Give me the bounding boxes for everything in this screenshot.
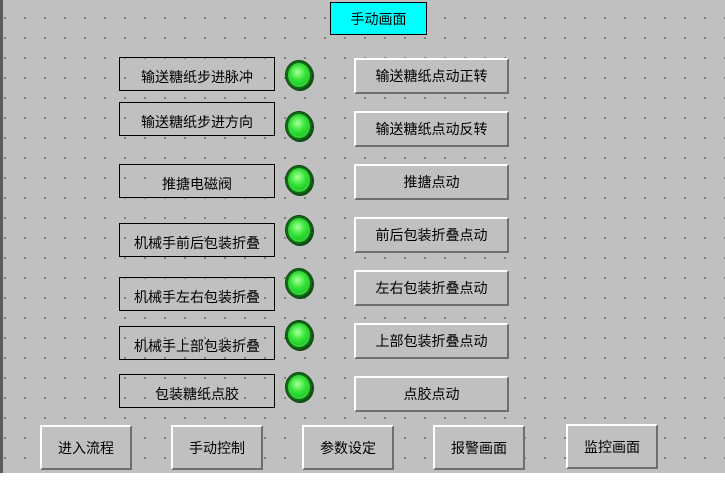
status-label-left-right-fold: 机械手左右包装折叠 (119, 277, 275, 311)
indicator-lamp-icon (285, 60, 313, 90)
status-label-conveyor-pulse: 输送糖纸步进脉冲 (119, 57, 275, 91)
status-label-glue: 包装糖纸点胶 (119, 374, 275, 408)
indicator-lamp-icon (285, 215, 313, 245)
jog-forward-button[interactable]: 输送糖纸点动正转 (354, 58, 509, 94)
status-label-push-solenoid: 推搪电磁阀 (119, 164, 275, 198)
indicator-lamp-icon (285, 372, 313, 402)
hmi-screen: 手动画面 输送糖纸步进脉冲 输送糖纸点动正转 输送糖纸步进方向 输送糖纸点动反转… (0, 0, 725, 473)
nav-parameter-settings-button[interactable]: 参数设定 (302, 425, 394, 470)
left-right-fold-jog-button[interactable]: 左右包装折叠点动 (354, 270, 509, 306)
indicator-lamp-icon (285, 111, 313, 141)
indicator-lamp-icon (285, 165, 313, 195)
front-back-fold-jog-button[interactable]: 前后包装折叠点动 (354, 217, 509, 253)
indicator-lamp-icon (285, 268, 313, 298)
nav-manual-control-button[interactable]: 手动控制 (171, 425, 263, 470)
page-title: 手动画面 (330, 2, 427, 35)
nav-monitor-screen-button[interactable]: 监控画面 (566, 424, 658, 469)
status-label-top-fold: 机械手上部包装折叠 (119, 326, 275, 360)
jog-reverse-button[interactable]: 输送糖纸点动反转 (354, 111, 509, 147)
nav-enter-process-button[interactable]: 进入流程 (40, 425, 132, 470)
nav-alarm-screen-button[interactable]: 报警画面 (433, 425, 525, 470)
status-label-conveyor-direction: 输送糖纸步进方向 (119, 102, 275, 136)
top-fold-jog-button[interactable]: 上部包装折叠点动 (354, 323, 509, 359)
push-jog-button[interactable]: 推搪点动 (354, 164, 509, 200)
status-label-front-back-fold: 机械手前后包装折叠 (119, 223, 275, 257)
glue-jog-button[interactable]: 点胶点动 (354, 376, 509, 412)
indicator-lamp-icon (285, 320, 313, 350)
